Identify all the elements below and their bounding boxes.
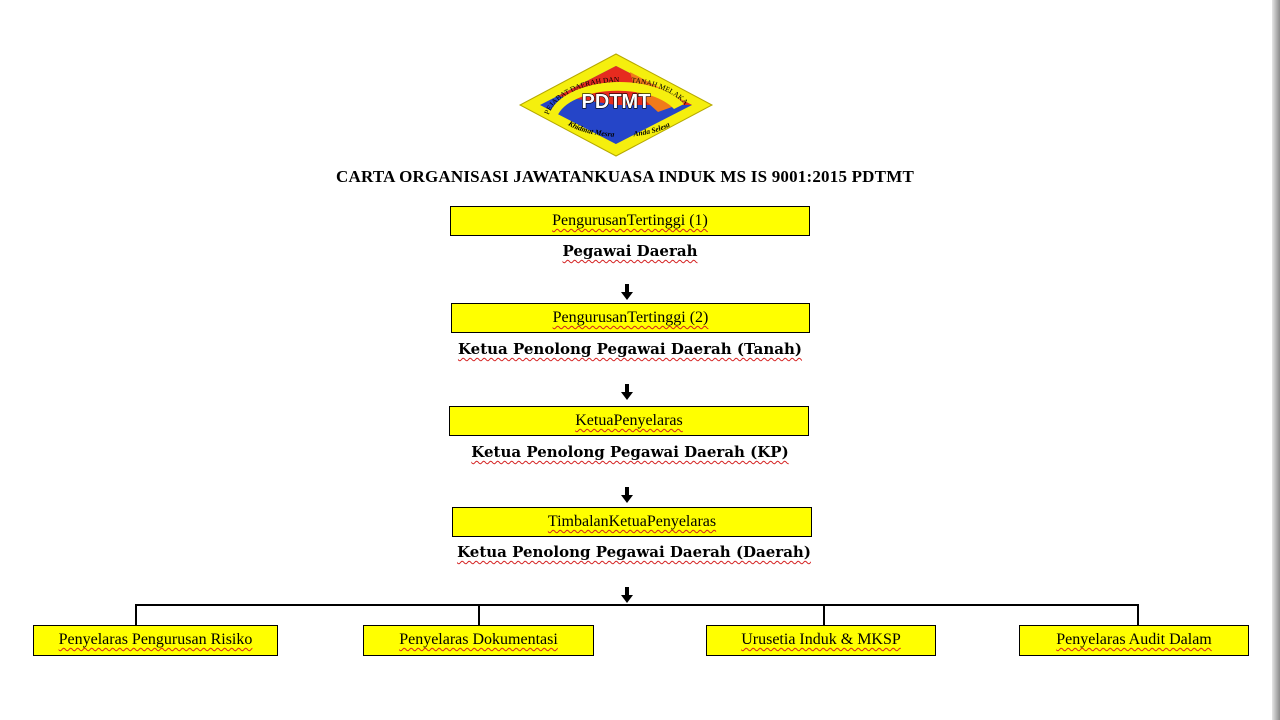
node-level-2-label: PengurusanTertinggi (2)	[552, 309, 709, 326]
node-level-2-role-text: Ketua Penolong Pegawai Daerah (Tanah)	[457, 340, 803, 358]
pdtmt-logo: PEJABAT DAERAH DAN TANAH MELAKA TENGAH K…	[518, 52, 714, 157]
arrow-down-icon	[621, 587, 633, 603]
branch-secretariat: Urusetia Induk & MKSP	[706, 625, 936, 656]
node-level-4-role-text: Ketua Penolong Pegawai Daerah (Daerah)	[457, 543, 811, 561]
branch-3-label: Urusetia Induk & MKSP	[741, 631, 901, 648]
branch-4-label: Penyelaras Audit Dalam	[1056, 631, 1212, 648]
node-level-4-label: TimbalanKetuaPenyelaras	[547, 513, 717, 530]
arrow-down-icon	[621, 487, 633, 503]
branch-connector-3	[823, 604, 825, 625]
node-level-1: PengurusanTertinggi (1)	[450, 206, 810, 236]
arrow-down-icon	[621, 384, 633, 400]
branch-documentation: Penyelaras Dokumentasi	[363, 625, 594, 656]
logo-center-text: PDTMT	[582, 91, 651, 113]
window-right-edge	[1272, 0, 1280, 720]
branch-connector-2	[478, 604, 480, 625]
node-level-2-role: Ketua Penolong Pegawai Daerah (Tanah)	[400, 340, 860, 358]
node-level-4: TimbalanKetuaPenyelaras	[452, 507, 812, 537]
node-level-3: KetuaPenyelaras	[449, 406, 809, 436]
branch-connector-1	[135, 604, 137, 625]
node-level-1-label: PengurusanTertinggi (1)	[552, 212, 708, 229]
branch-2-label: Penyelaras Dokumentasi	[399, 631, 558, 648]
node-level-3-role: Ketua Penolong Pegawai Daerah (KP)	[400, 443, 860, 461]
node-level-1-role: Pegawai Daerah	[430, 242, 830, 260]
node-level-3-label: KetuaPenyelaras	[575, 412, 683, 429]
node-level-1-role-text: Pegawai Daerah	[562, 242, 698, 260]
branch-1-label: Penyelaras Pengurusan Risiko	[58, 631, 253, 648]
branch-internal-audit: Penyelaras Audit Dalam	[1019, 625, 1249, 656]
branch-connector-4	[1137, 604, 1139, 625]
branch-risk-management: Penyelaras Pengurusan Risiko	[33, 625, 278, 656]
node-level-3-role-text: Ketua Penolong Pegawai Daerah (KP)	[471, 443, 789, 461]
node-level-2: PengurusanTertinggi (2)	[451, 303, 810, 333]
branch-connector-horizontal	[136, 604, 1139, 606]
arrow-down-icon	[621, 284, 633, 300]
node-level-4-role: Ketua Penolong Pegawai Daerah (Daerah)	[400, 543, 868, 561]
chart-title: CARTA ORGANISASI JAWATANKUASA INDUK MS I…	[335, 167, 914, 186]
